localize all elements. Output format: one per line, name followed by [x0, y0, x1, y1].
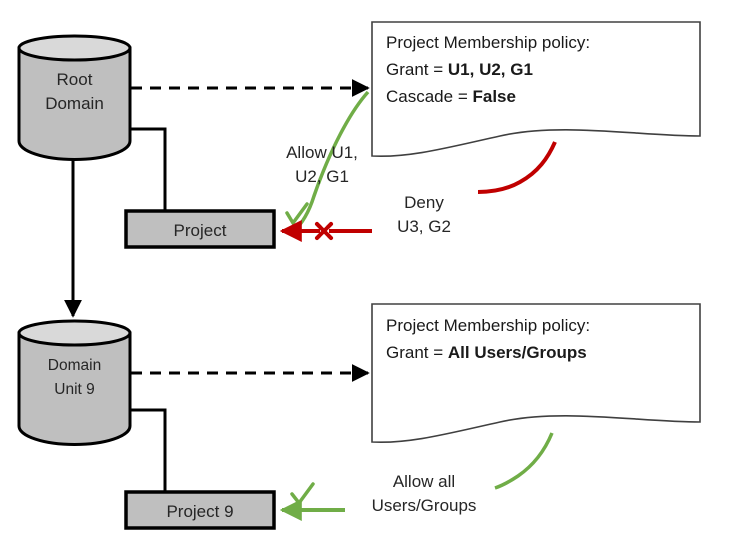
annotation-line-2: Users/Groups — [372, 496, 477, 515]
annotation-line-2: U3, G2 — [397, 217, 451, 236]
cylinder-top — [17, 319, 132, 347]
node-label-line-1: Domain — [48, 357, 101, 374]
node-project-9[interactable]: Project 9 — [124, 490, 276, 530]
policy-cascade-key: Cascade = — [386, 87, 472, 106]
annotation-line-1: Allow all — [393, 472, 455, 491]
box-shape — [124, 209, 276, 249]
node-label: Project 9 — [166, 502, 233, 521]
allow-curve-root — [291, 90, 370, 234]
document-shape — [371, 21, 701, 158]
policy-grant-value: All Users/Groups — [448, 343, 587, 362]
annotation-deny-root: Deny U3, G2 — [397, 193, 451, 236]
box-shape — [124, 490, 276, 530]
node-label-line-1: Root — [57, 70, 93, 89]
node-label-line-2: Domain — [45, 94, 104, 113]
policy-title: Project Membership policy: — [386, 316, 590, 335]
edge-root-to-project — [130, 127, 167, 211]
node-project[interactable]: Project — [124, 209, 276, 249]
policy-grant-key: Grant = — [386, 60, 448, 79]
annotation-line-1: Deny — [404, 193, 444, 212]
annotation-allow-unit9: Allow all Users/Groups — [372, 472, 477, 515]
check-icon-allow-unit9 — [290, 482, 315, 506]
node-label-line-2: Unit 9 — [54, 381, 95, 398]
cross-icon-deny-root-top — [315, 222, 333, 240]
allow-curve-unit9 — [494, 432, 554, 490]
policy-title: Project Membership policy: — [386, 33, 590, 52]
node-label: Project — [174, 221, 227, 240]
policy-grant-row: Grant = U1, U2, G1 — [386, 60, 533, 79]
annotation-line-1: Allow U1, — [286, 143, 358, 162]
node-domain-unit-9[interactable]: Domain Unit 9 — [17, 319, 132, 446]
annotation-allow-root: Allow U1, U2, G1 — [286, 143, 358, 186]
policy-grant-value: U1, U2, G1 — [448, 60, 533, 79]
policy-grant-key: Grant = — [386, 343, 448, 362]
node-root-domain[interactable]: Root Domain — [17, 34, 132, 161]
cylinder-body — [17, 331, 132, 446]
document-shape — [371, 303, 701, 444]
deny-curve-root — [477, 141, 557, 194]
policy-cascade-row: Cascade = False — [386, 87, 516, 106]
policy-document-unit9: Project Membership policy: Grant = All U… — [371, 303, 701, 444]
policy-cascade-value: False — [472, 87, 515, 106]
policy-grant-row: Grant = All Users/Groups — [386, 343, 587, 362]
policy-document-root: Project Membership policy: Grant = U1, U… — [371, 21, 701, 158]
edge-unit9-to-project9 — [130, 408, 167, 492]
cylinder-top — [17, 34, 132, 62]
cylinder-body — [17, 46, 132, 161]
annotation-line-2: U2, G1 — [295, 167, 349, 186]
